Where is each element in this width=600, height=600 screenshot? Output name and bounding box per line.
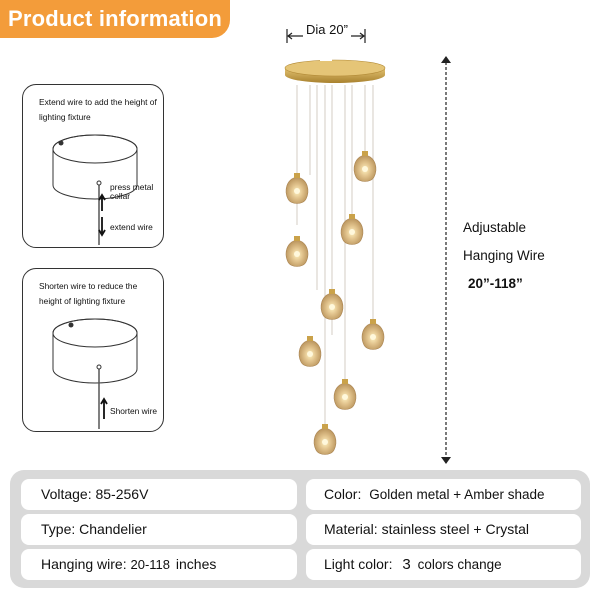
- extend-canopy-diagram: [52, 134, 138, 245]
- light-color-value: 3: [402, 556, 411, 573]
- diameter-label: Dia 20”: [303, 22, 351, 37]
- color-cell: Color: Golden metal + Amber shade: [306, 479, 581, 510]
- height-arrow: [441, 56, 451, 464]
- hanging-wire-spec-label: Hanging wire:: [41, 556, 127, 572]
- adjustable-label: Adjustable: [463, 220, 527, 235]
- shorten-wire-note: Shorten wire: [110, 406, 158, 416]
- hanging-range-label: 20”-118”: [468, 276, 523, 291]
- extend-wire-panel: Extend wire to add the height of lightin…: [22, 84, 164, 248]
- shorten-wire-panel: Shorten wire to reduce the height of lig…: [22, 268, 164, 432]
- chandelier-illustration: [284, 57, 386, 455]
- product-information-banner: Product information: [0, 0, 230, 38]
- extend-wire-note: extend wire: [110, 222, 153, 232]
- color-label: Color:: [324, 486, 362, 502]
- shorten-canopy-diagram: [52, 318, 138, 429]
- type-cell: Type: Chandelier: [21, 514, 297, 545]
- voltage-text: Voltage: 85-256V: [41, 486, 149, 502]
- hanging-wire-spec-unit: inches: [175, 556, 217, 572]
- material-cell: Material: stainless steel + Crystal: [306, 514, 581, 545]
- hanging-wire-cell: Hanging wire: 20-118 inches: [21, 549, 297, 580]
- voltage-cell: Voltage: 85-256V: [21, 479, 297, 510]
- hanging-wire-label: Hanging Wire: [463, 248, 545, 263]
- type-text: Type: Chandelier: [41, 521, 147, 537]
- banner-title: Product information: [8, 6, 223, 31]
- material-text: Material: stainless steel + Crystal: [324, 521, 530, 537]
- press-metal-collar-note: press metal collar: [110, 182, 154, 201]
- extend-wire-caption: Extend wire to add the height of lightin…: [39, 97, 157, 122]
- light-color-cell: Light color: 3 colors change: [306, 549, 581, 580]
- hanging-wire-spec-value: 20-118: [130, 557, 171, 572]
- color-value: Golden metal + Amber shade: [369, 487, 545, 502]
- light-color-label: Light color:: [324, 556, 393, 572]
- light-color-unit: colors change: [417, 557, 502, 572]
- shorten-wire-caption: Shorten wire to reduce the height of lig…: [39, 281, 138, 306]
- specifications-panel: Voltage: 85-256V Color: Golden metal + A…: [10, 470, 590, 588]
